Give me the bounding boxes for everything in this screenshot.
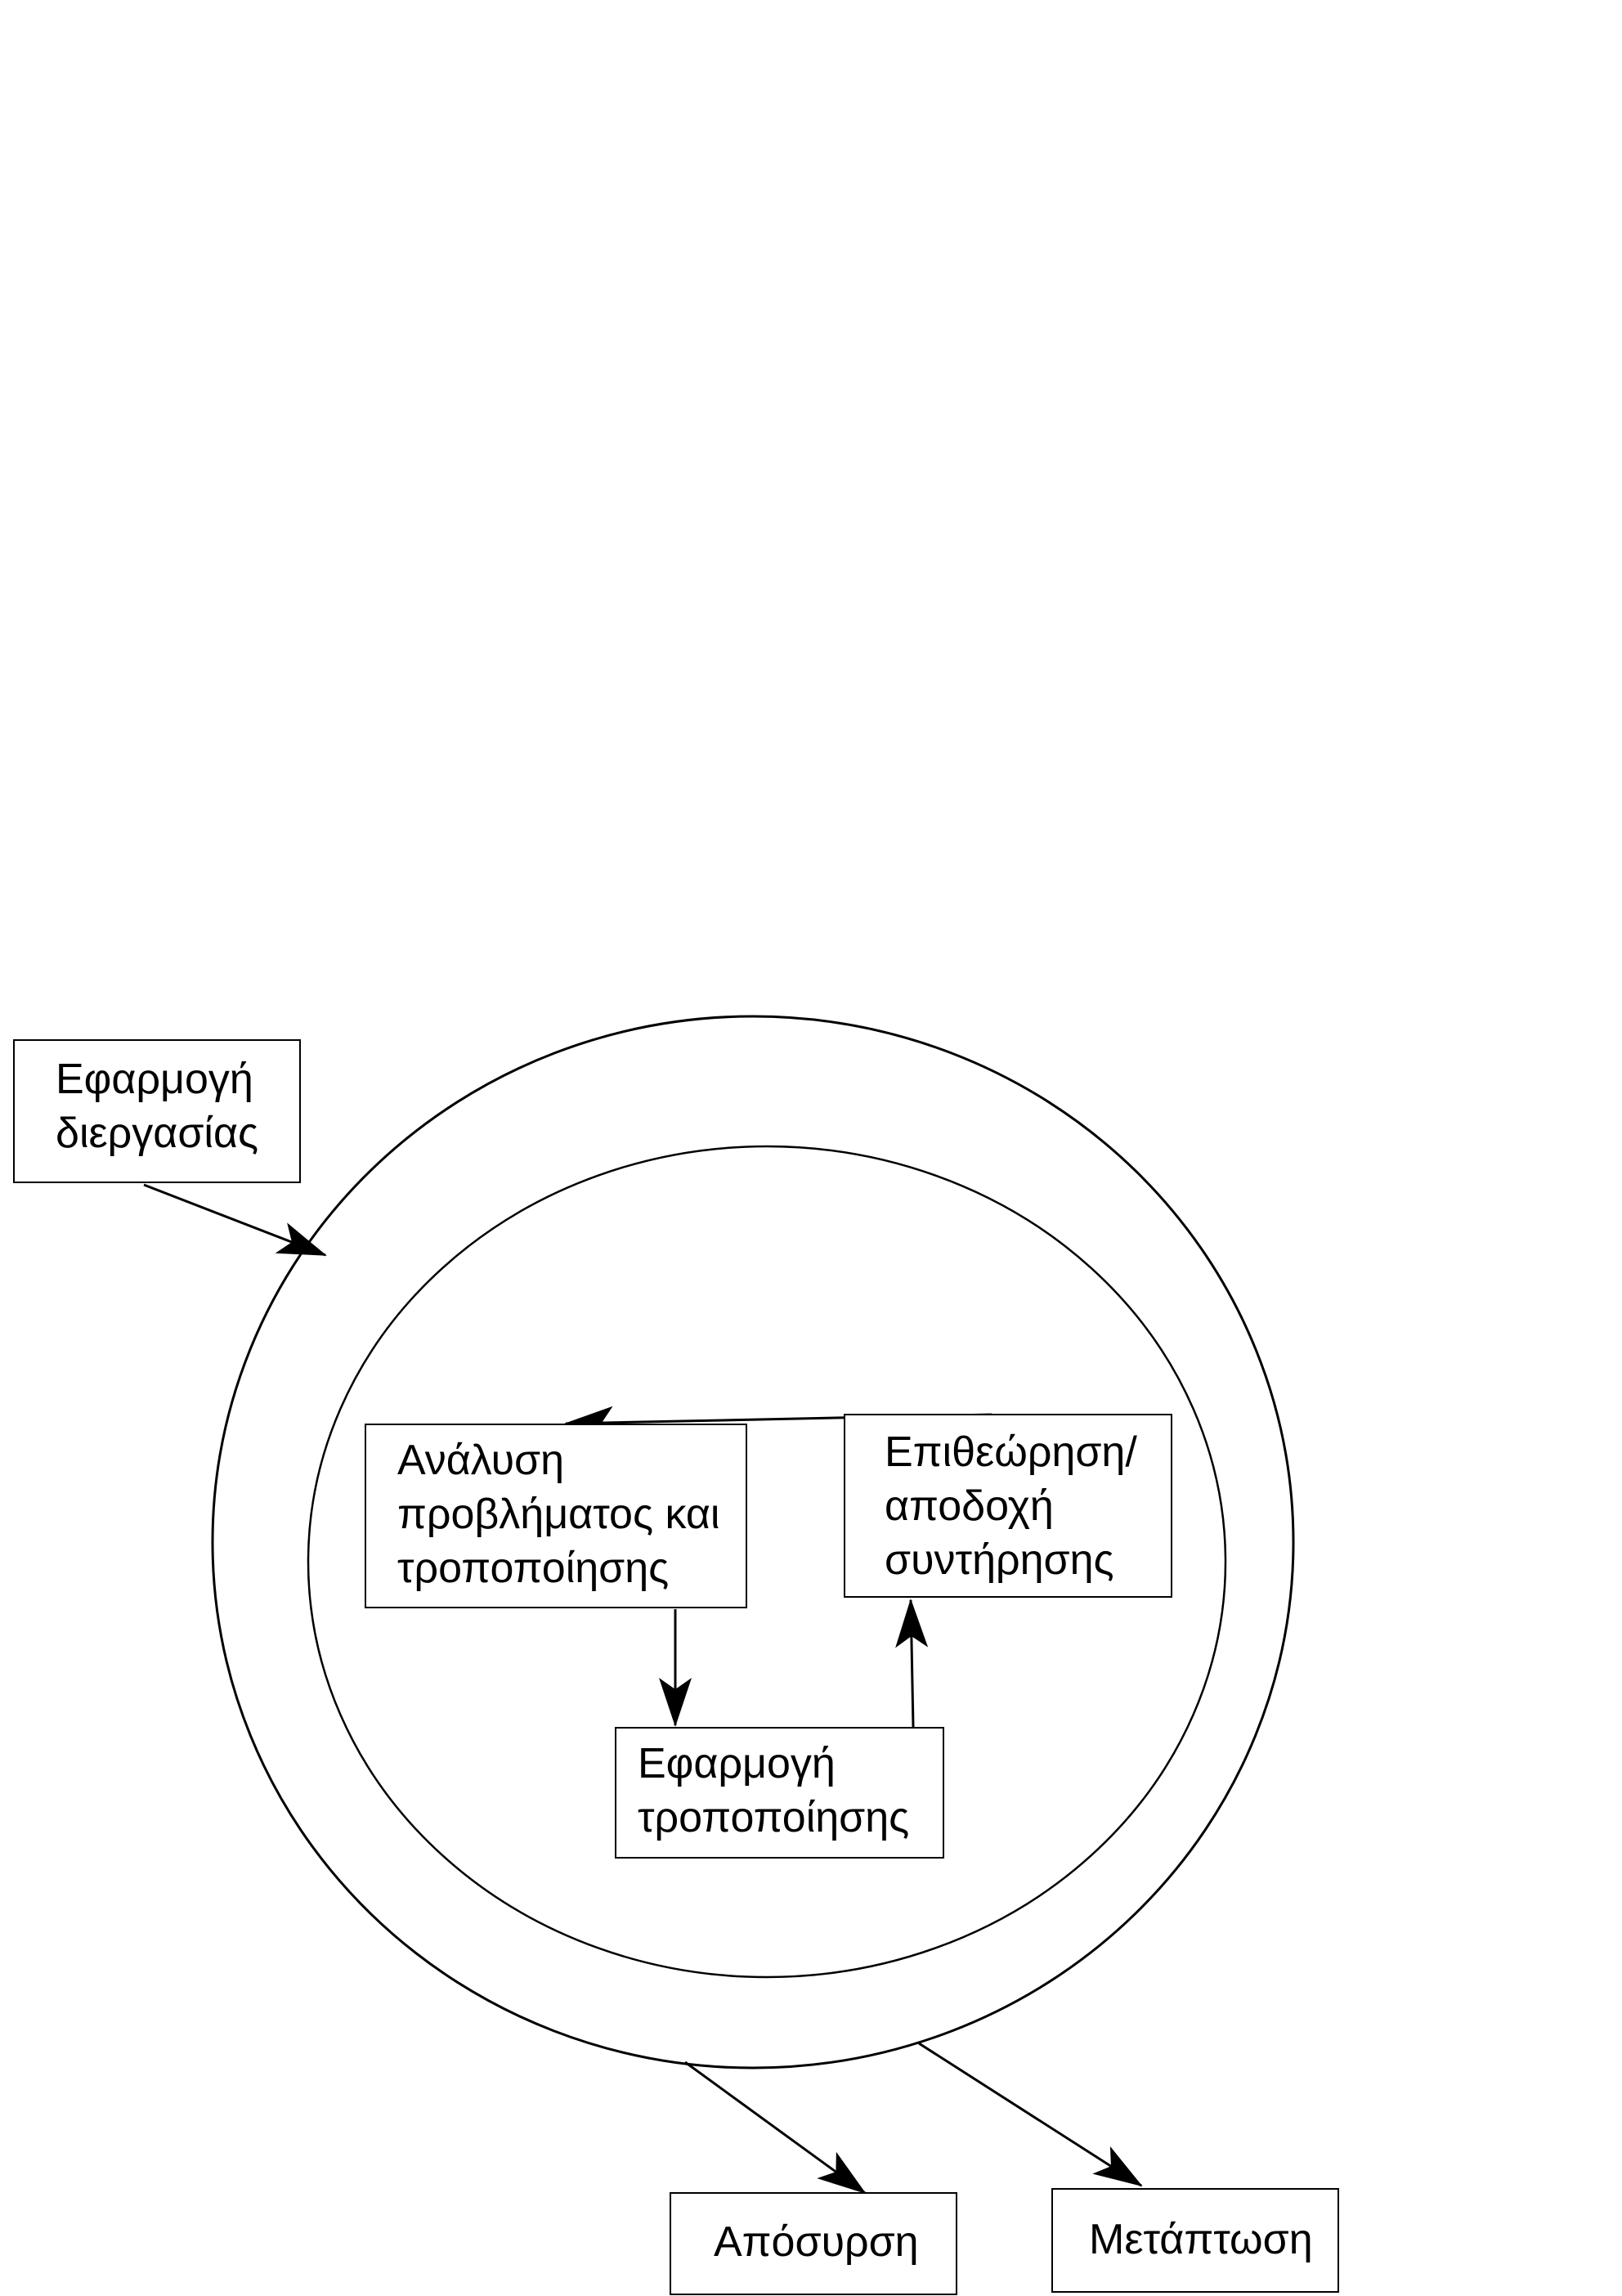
arrow-cycle-to-retirement (684, 2061, 867, 2195)
arrow-implementation-to-review (895, 1599, 929, 1728)
modification-implementation-box: Εφαρμογή τροποποίησης (615, 1727, 944, 1859)
box-label-line: προβλήματος και (397, 1491, 720, 1538)
box-label-line: τροποποίησης (638, 1794, 910, 1841)
inner-ellipse (307, 1145, 1227, 1979)
box-label-line: Απόσυρση (714, 2218, 919, 2266)
box-label-line: Επιθεώρηση/ (885, 1428, 1137, 1476)
box-label-line: Εφαρμογή (638, 1740, 836, 1787)
box-label-line: Εφαρμογή (56, 1056, 253, 1103)
arrow-cycle-to-migration (918, 2042, 1143, 2187)
box-label-line: τροποποίησης (397, 1545, 670, 1592)
review-acceptance-box: Επιθεώρηση/ αποδοχή συντήρησης (844, 1414, 1172, 1598)
migration-box: Μετάπτωση (1051, 2188, 1339, 2293)
box-label-line: Ανάλυση (397, 1437, 565, 1484)
arrow-process-to-cycle (143, 1183, 327, 1257)
retirement-box: Απόσυρση (670, 2192, 957, 2295)
box-label-line: διεργασίας (56, 1110, 259, 1157)
process-implementation-box: Εφαρμογή διεργασίας (13, 1039, 301, 1183)
problem-analysis-box: Ανάλυση προβλήματος και τροποποίησης (365, 1424, 747, 1608)
box-label-line: Μετάπτωση (1089, 2216, 1313, 2263)
box-label-line: αποδοχή (885, 1482, 1054, 1530)
outer-ellipse (211, 1015, 1295, 2070)
box-label-line: συντήρησης (885, 1536, 1114, 1584)
